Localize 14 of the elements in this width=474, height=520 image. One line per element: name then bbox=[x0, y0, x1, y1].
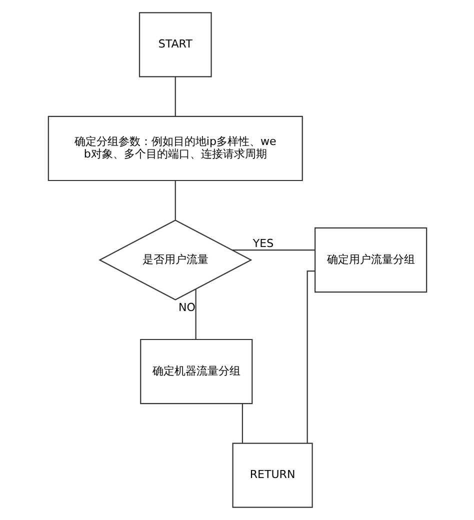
connector bbox=[174, 76, 176, 116]
node-box: RETURN bbox=[232, 442, 312, 508]
connector bbox=[194, 289, 196, 340]
node-box: 确定分组参数：例如目的地ip多样性、web对象、多个目的端口、连接请求周期 bbox=[47, 116, 302, 182]
node-box: START bbox=[138, 12, 212, 78]
edge-label: NO bbox=[178, 300, 195, 314]
connector bbox=[241, 404, 243, 444]
node-box: 确定机器流量分组 bbox=[140, 338, 252, 404]
node-box: 确定用户流量分组 bbox=[314, 227, 427, 293]
connector bbox=[232, 250, 315, 251]
edge-label: YES bbox=[252, 236, 274, 250]
connector bbox=[174, 180, 176, 220]
connector bbox=[306, 270, 314, 443]
node-diamond: 是否用户流量 bbox=[98, 220, 252, 300]
